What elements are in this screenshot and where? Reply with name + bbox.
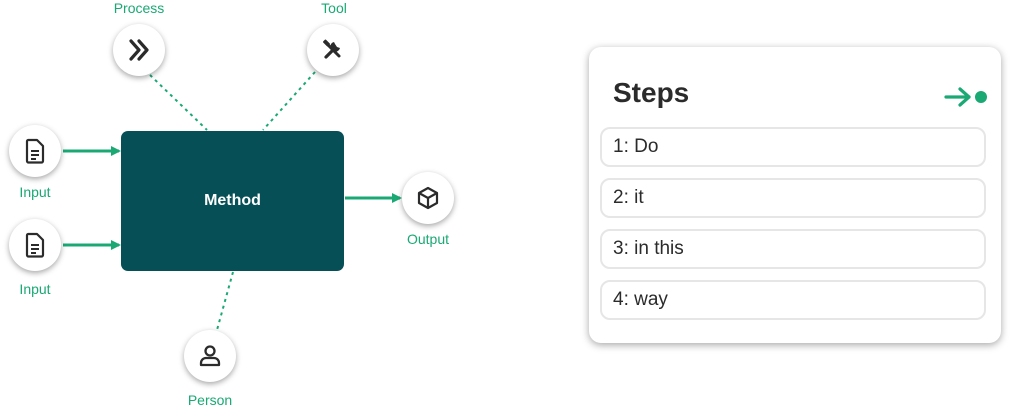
person-label: Person	[187, 392, 233, 408]
step-item-4[interactable]: 4: way	[600, 280, 986, 320]
step-item-2[interactable]: 2: it	[600, 178, 986, 218]
step-item-3[interactable]: 3: in this	[600, 229, 986, 269]
tool-connector	[262, 71, 316, 131]
step-label: 1: Do	[613, 136, 659, 157]
person-node[interactable]	[184, 330, 236, 382]
tool-label: Tool	[321, 0, 347, 16]
person-icon	[199, 345, 221, 367]
output-label: Output	[406, 231, 450, 247]
step-label: 4: way	[613, 289, 668, 310]
step-item-1[interactable]: 1: Do	[600, 127, 986, 167]
method-box[interactable]: Method	[121, 131, 344, 271]
input-node-2[interactable]	[9, 219, 61, 271]
output-node[interactable]	[402, 172, 454, 224]
process-node[interactable]	[113, 24, 165, 76]
process-label: Process	[113, 0, 165, 16]
steps-card: Steps 1: Do 2: it 3: in this 4: way	[589, 47, 1001, 343]
method-label: Method	[204, 192, 261, 209]
step-label: 2: it	[613, 187, 644, 208]
tools-icon	[323, 39, 341, 59]
person-connector	[216, 271, 234, 331]
double-chevron-right-icon	[129, 39, 149, 61]
document-icon	[25, 232, 45, 258]
cube-icon	[417, 186, 439, 210]
input-label-2: Input	[19, 281, 51, 297]
input-node-1[interactable]	[9, 125, 61, 177]
arrow-right-dot-icon[interactable]	[943, 85, 989, 109]
tool-node[interactable]	[307, 24, 359, 76]
process-connector	[149, 74, 208, 131]
step-label: 3: in this	[613, 238, 684, 259]
document-icon	[25, 138, 45, 164]
steps-title: Steps	[613, 77, 690, 108]
input-label-1: Input	[19, 184, 51, 200]
